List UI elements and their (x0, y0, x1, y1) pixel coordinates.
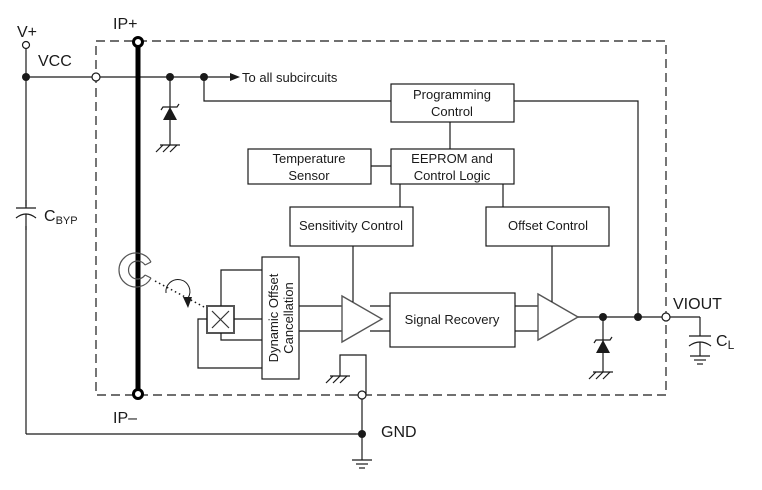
ip-minus-pin (132, 388, 144, 400)
ground-icon (690, 355, 710, 365)
bypass-capacitor (14, 200, 38, 230)
cl-label: CL (716, 333, 735, 352)
chassis-ground-icon (588, 371, 613, 380)
eeprom-control-logic-block (390, 148, 515, 185)
viout-label: VIOUT (673, 296, 722, 313)
gnd-junction (358, 430, 366, 438)
offset-control-block (485, 206, 610, 247)
vcc-junction (22, 73, 30, 81)
dynamic-offset-cancellation-block (261, 256, 300, 380)
output-zener-diode (593, 317, 613, 372)
v-plus-terminal (21, 40, 31, 50)
preamplifier (341, 294, 384, 344)
ic-boundary (95, 40, 667, 396)
ip-plus-label: IP+ (113, 16, 137, 33)
cbyp-label: CBYP (44, 208, 78, 227)
ground-icon (352, 459, 372, 469)
magnetic-field-icon (118, 252, 152, 288)
output-prog-junction (634, 313, 642, 321)
temperature-sensor-label-line1: Temperature (273, 151, 346, 166)
gnd-label: GND (381, 424, 417, 441)
eeprom-label-line2: Control Logic (414, 168, 491, 183)
rotation-arrow (165, 279, 191, 299)
prog-viout-wire (514, 100, 639, 317)
offset-control-label: Offset Control (508, 218, 588, 233)
programming-control-block (390, 83, 515, 123)
doc-label-line2: Cancellation (281, 282, 296, 354)
chassis-ground-icon (325, 375, 350, 384)
prog-supply-wire (203, 77, 391, 102)
ip-minus-label: IP– (113, 410, 137, 427)
hall-wire-bottom (220, 333, 262, 341)
signal-recovery-block (389, 292, 516, 348)
signal-recovery-label: Signal Recovery (405, 312, 500, 327)
load-capacitor (688, 317, 712, 356)
hall-wire-left (197, 318, 262, 369)
viout-pin (661, 312, 671, 322)
doc-label-line1: Dynamic Offset (266, 273, 281, 362)
gnd-pin (357, 390, 367, 400)
vcc-label: VCC (38, 53, 72, 70)
rotation-arrowhead-icon (183, 297, 192, 308)
arrow-icon (230, 73, 240, 81)
temperature-sensor-label-line2: Sensor (288, 168, 330, 183)
v-plus-label: V+ (17, 24, 37, 41)
supply-arrow-label: To all subcircuits (242, 70, 338, 85)
ip-plus-pin (132, 36, 144, 48)
programming-control-label-line1: Programming (413, 87, 491, 102)
vcc-pin (91, 72, 101, 82)
hall-wire-top (220, 269, 262, 306)
programming-control-label-line2: Control (431, 104, 473, 119)
sensitivity-control-label: Sensitivity Control (299, 218, 403, 233)
amp-ground-ref-wire (339, 354, 367, 395)
field-coupling-line (154, 280, 207, 309)
eeprom-label-line1: EEPROM and (411, 151, 493, 166)
sensitivity-control-block (289, 206, 414, 247)
supply-zener-diode (160, 77, 180, 145)
chassis-ground-icon (155, 144, 180, 153)
output-amplifier (537, 292, 580, 342)
